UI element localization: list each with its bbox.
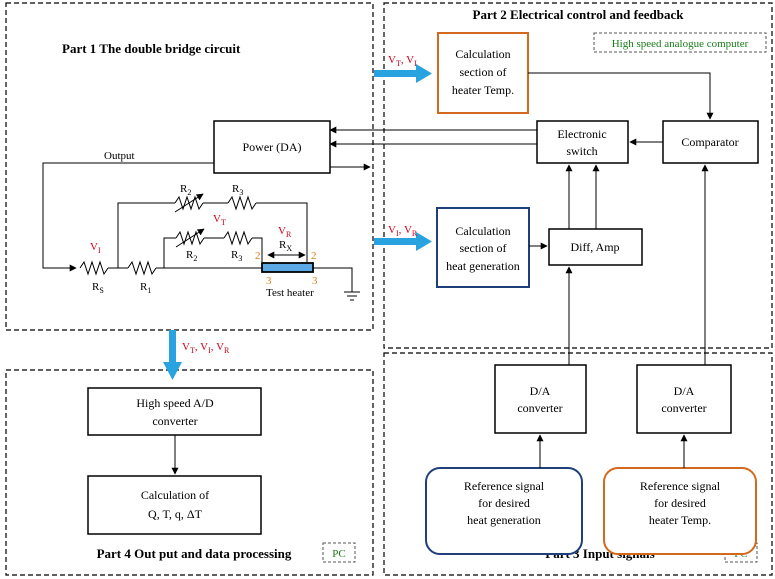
calc-heat-line2: section of	[460, 241, 507, 255]
da2-line1: D/A	[674, 384, 695, 398]
calc-heat-line3: heat generation	[446, 259, 520, 273]
blue-arrow-down	[163, 330, 182, 380]
r2-lower-variable-arrow	[175, 228, 205, 248]
adc-box	[87, 387, 262, 436]
vr-label: VR	[278, 225, 292, 239]
comparator-box	[662, 120, 759, 164]
test-heater-label: Test heater	[266, 287, 314, 299]
lower-branch-right-wire	[252, 237, 263, 262]
electronic-switch-line1: Electronic	[557, 127, 606, 141]
electronic-switch-box	[536, 120, 629, 164]
blue-arrow-right-mid	[374, 232, 432, 251]
calc-heat-box	[436, 207, 530, 288]
signal-label-down: VT, VI, VR	[182, 341, 230, 355]
da2-box	[636, 364, 732, 434]
ref1-box	[425, 467, 583, 555]
part4-frame	[5, 369, 374, 576]
test-heater	[261, 262, 314, 273]
r3-upper-label: R3	[232, 183, 243, 197]
vi-label: VI	[90, 241, 101, 255]
blue-arrow-right-top	[374, 64, 432, 83]
part3-frame	[383, 352, 773, 576]
ref1-line3: heat generation	[467, 513, 541, 527]
calc-out-line1: Calculation of	[141, 488, 209, 502]
diff-amp-box	[548, 228, 643, 266]
part4-badge: PC	[332, 548, 345, 560]
calc-temp-line2: section of	[460, 65, 507, 79]
node2-right-label: 2	[311, 250, 317, 262]
node3-right-label: 3	[312, 275, 318, 287]
part1-title: Part 1 The double bridge circuit	[62, 41, 241, 56]
part2-badge-frame	[593, 32, 767, 53]
da1-line2: converter	[517, 401, 562, 415]
calc-temp-line3: heater Temp.	[452, 83, 514, 97]
da2-line2: converter	[661, 401, 706, 415]
calc-heat-line1: Calculation	[455, 224, 510, 238]
rs-label: RS	[92, 281, 104, 295]
signal-label-mid: VI, VR	[388, 224, 418, 238]
comparator-label: Comparator	[681, 135, 738, 149]
vt-label: VT	[213, 213, 226, 227]
r2-lower-label: R2	[186, 249, 197, 263]
rx-label: RX	[279, 239, 292, 253]
calc-out-box	[87, 475, 262, 535]
calc-temp-line1: Calculation	[455, 47, 510, 61]
power-box	[213, 120, 331, 174]
part4-badge-frame	[322, 542, 356, 563]
r3-lower-label: R3	[231, 249, 242, 263]
adc-line2: converter	[152, 414, 197, 428]
r2-upper-label: R2	[180, 183, 191, 197]
ref1-line2: for desired	[478, 496, 530, 510]
r1-resistor	[127, 260, 157, 276]
diff-amp-label: Diff, Amp	[570, 240, 619, 254]
calc-temp-box	[437, 32, 529, 114]
part2-title: Part 2 Electrical control and feedback	[473, 7, 685, 22]
electronic-switch-line2: switch	[566, 144, 597, 158]
part2-badge: High speed analogue computer	[612, 38, 749, 50]
power-label: Power (DA)	[243, 140, 302, 154]
part1-frame	[5, 2, 374, 331]
ref1-line1: Reference signal	[464, 479, 545, 493]
node2-left-label: 2	[255, 250, 261, 262]
node3-left-label: 3	[266, 275, 272, 287]
r2-upper-variable-arrow	[174, 193, 204, 213]
part2-frame	[383, 2, 773, 349]
output-wire	[42, 162, 214, 272]
rs-resistor	[79, 260, 109, 276]
upper-branch-right-wire	[256, 202, 308, 262]
ref2-line3: heater Temp.	[649, 513, 711, 527]
temp-to-comparator-line	[528, 72, 714, 120]
da1-line1: D/A	[530, 384, 551, 398]
upper-branch-left-wire	[117, 202, 175, 268]
part4-title: Part 4 Out put and data processing	[97, 546, 292, 561]
da1-box	[494, 364, 587, 434]
adc-line1: High speed A/D	[136, 396, 214, 410]
r1-label: R1	[140, 281, 151, 295]
output-label: Output	[104, 150, 135, 162]
lower-branch-left-wire	[163, 237, 176, 268]
calc-out-line2: Q, T, q, ΔT	[148, 507, 203, 521]
ref2-box	[603, 467, 757, 555]
r3-lower-resistor	[223, 230, 253, 246]
ground-wire	[313, 267, 353, 292]
signal-label-top: VT, VI	[388, 54, 417, 68]
ref2-line2: for desired	[654, 496, 706, 510]
ref2-line1: Reference signal	[640, 479, 721, 493]
r3-upper-resistor	[227, 195, 257, 211]
